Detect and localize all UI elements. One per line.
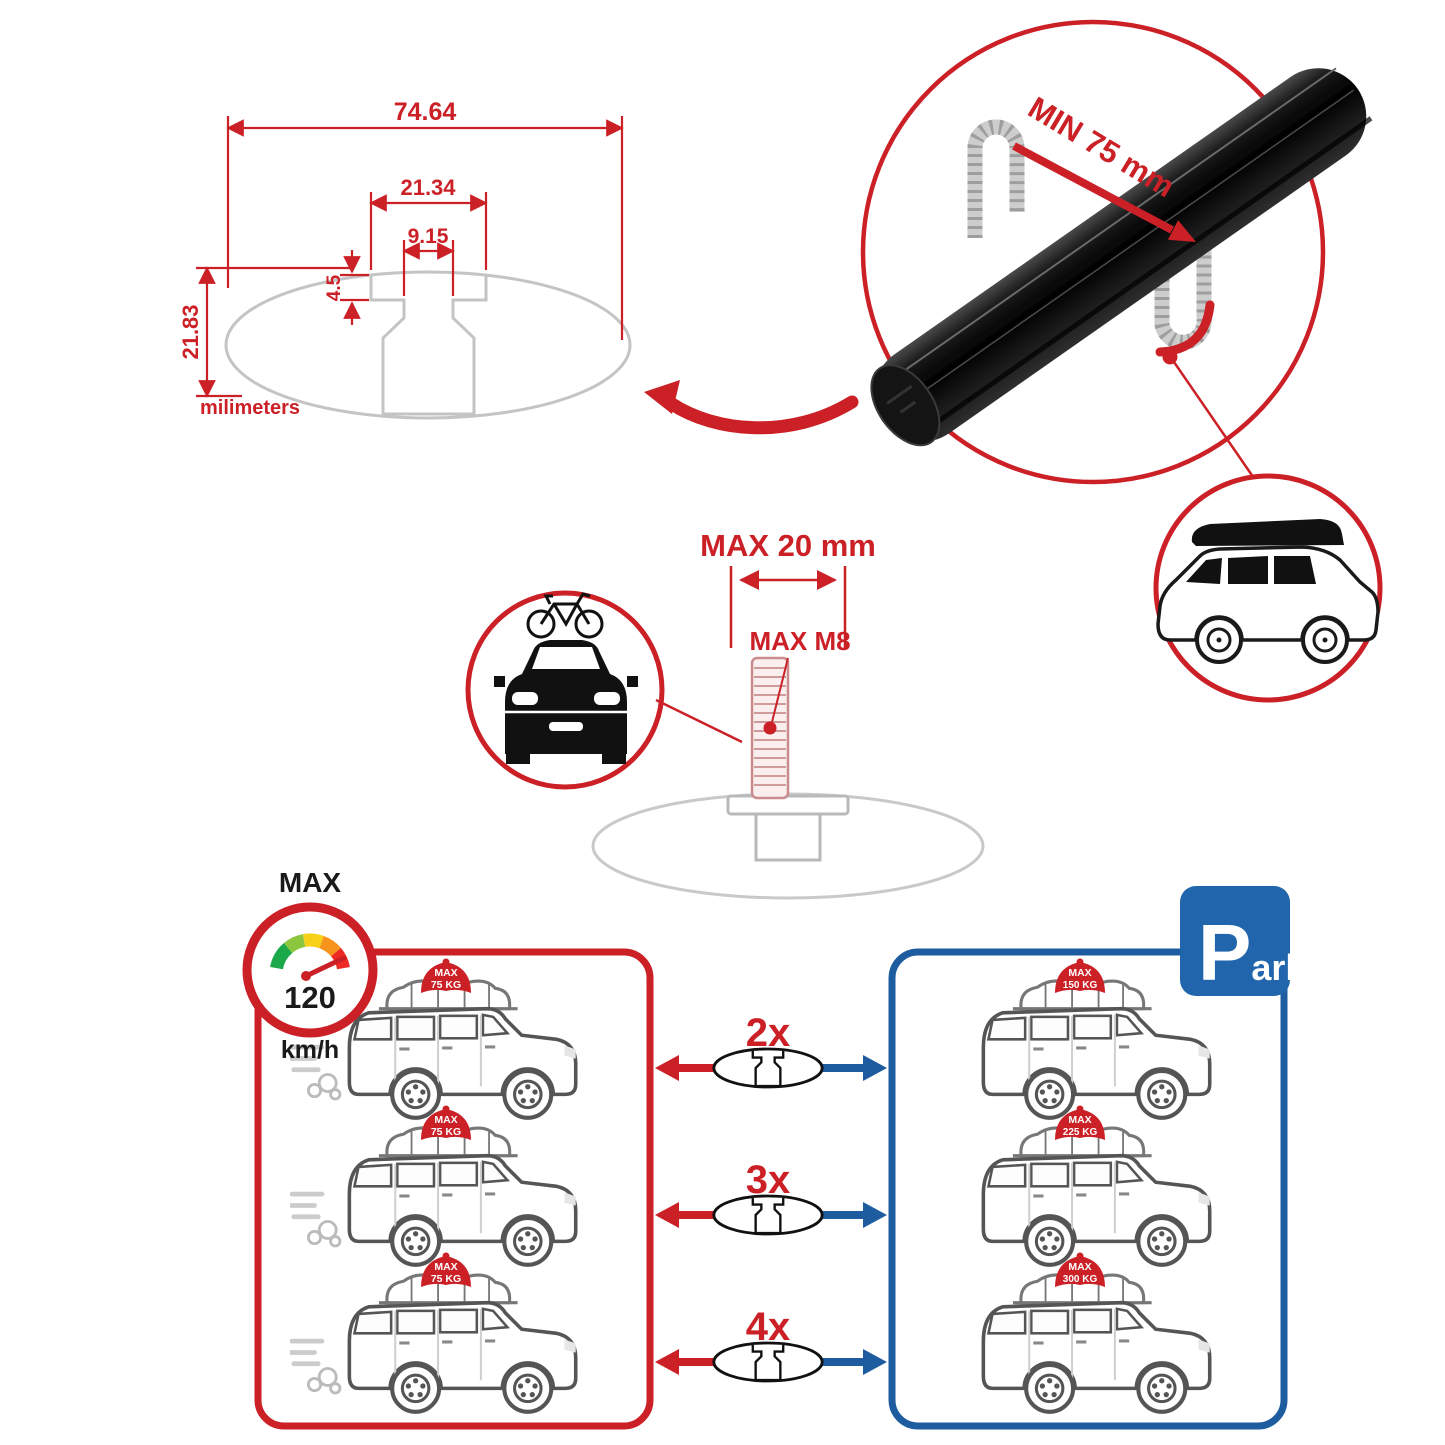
load-tag-driving-1: MAX 75 KG	[421, 958, 471, 993]
svg-text:Park: Park	[1198, 908, 1306, 997]
zoom-circle	[860, 19, 1326, 485]
arrow-left	[655, 1349, 679, 1375]
comparison-section: Park MAX 75 KG MAX 7	[242, 867, 1306, 1430]
park-sign: Park	[1180, 886, 1306, 997]
bolt-dim-extensions	[729, 566, 847, 648]
dim-total-height: 21.83	[178, 304, 203, 359]
dim-slot-width: 9.15	[408, 225, 449, 248]
speed-unit: km/h	[281, 1036, 339, 1064]
dim-total-width: 74.64	[394, 98, 457, 126]
roof-box	[1191, 519, 1344, 546]
dim-extension-lines	[340, 273, 369, 302]
load-tag-parking-3: MAX 300 KG	[1055, 1252, 1105, 1287]
t-stem	[754, 812, 822, 862]
bar-section-icon	[712, 1194, 824, 1236]
callout-dot	[763, 721, 777, 735]
arrow-left	[655, 1055, 679, 1081]
bolt-thread-label: MAX M8	[749, 626, 850, 656]
tag-max: MAX	[434, 1114, 457, 1126]
tag-weight: 75 KG	[431, 1273, 461, 1285]
bicycle-icon	[526, 592, 604, 639]
callout-line-to-car	[1172, 361, 1262, 488]
tag-weight: 225 KG	[1063, 1127, 1098, 1138]
bolt-diagram: MAX 20 mm MAX M8	[591, 528, 985, 900]
load-tag-parking-1: MAX 150 KG	[1055, 958, 1105, 993]
speed-value: 120	[284, 980, 336, 1015]
min-clamp-label: MIN 75 mm	[1022, 90, 1180, 204]
suv-window	[1228, 556, 1268, 584]
load-tag-parking-2: MAX 225 KG	[1055, 1105, 1105, 1140]
arrow-right	[863, 1055, 887, 1081]
park-letter: P	[1198, 908, 1251, 997]
bar-end-cap	[870, 364, 941, 447]
thread-callout-line	[771, 657, 789, 723]
min-arrowhead	[1167, 220, 1196, 242]
arrow-right	[863, 1349, 887, 1375]
parking-cars	[983, 978, 1209, 1412]
callout-dot	[1162, 349, 1178, 365]
u-bolt-upper	[967, 119, 1025, 238]
cross-section-diagram: 74.64 21.34 9.15 4.5 21.83 milimeters	[178, 98, 859, 435]
bar-profile-ellipse	[224, 270, 632, 420]
min-arrow-shaft	[1012, 142, 1174, 234]
tag-weight: 300 KG	[1063, 1274, 1098, 1285]
tag-max: MAX	[1068, 1114, 1091, 1126]
multiplier-row-2: 3x	[655, 1158, 887, 1236]
load-tag-driving-2: MAX 75 KG	[421, 1105, 471, 1140]
bar-profile-channel	[369, 275, 488, 416]
crossbar-body	[870, 67, 1373, 447]
speed-max-label: MAX	[279, 867, 342, 898]
suv-windshield	[1186, 558, 1222, 584]
speedometer-needle	[303, 955, 347, 979]
dim-slot-depth: 4.5	[324, 274, 345, 301]
suv-window	[1274, 556, 1316, 584]
tag-weight: 150 KG	[1063, 980, 1098, 991]
load-tag-driving-3: MAX 75 KG	[421, 1252, 471, 1287]
speedometer-icon	[242, 902, 378, 1038]
bar-section-icon	[712, 1341, 824, 1383]
t-plate	[726, 794, 850, 816]
crossbar-render: MIN 75 mm	[860, 19, 1373, 488]
dim-channel-width: 21.34	[400, 175, 456, 200]
multiplier-row-3: 4x	[655, 1305, 887, 1383]
multiplier-row-1: 2x	[655, 1011, 887, 1089]
tag-weight: 75 KG	[431, 1126, 461, 1138]
arrow-right	[863, 1202, 887, 1228]
bar-section-icon	[712, 1047, 824, 1089]
tag-max: MAX	[1068, 967, 1091, 979]
units-label: milimeters	[200, 397, 300, 419]
arrow-left	[655, 1202, 679, 1228]
park-rest: ark	[1251, 947, 1306, 988]
suv-wheel	[1301, 616, 1349, 664]
suv-wheel	[1195, 616, 1243, 664]
speed-limit-badge: MAX 120 km/h	[242, 867, 378, 1064]
tag-max: MAX	[434, 1261, 457, 1273]
tag-max: MAX	[434, 967, 457, 979]
bike-car-badge	[465, 590, 743, 790]
bolt-width-label: MAX 20 mm	[700, 528, 876, 563]
pointer-arrow-curve	[665, 395, 859, 435]
pointer-arrowhead	[644, 380, 680, 414]
car-front-icon	[494, 640, 638, 764]
dim-extension-lines	[226, 116, 624, 340]
tag-max: MAX	[1068, 1261, 1091, 1273]
roofbox-car-badge	[1153, 473, 1383, 703]
tag-weight: 75 KG	[431, 979, 461, 991]
badge-callout-line	[655, 698, 743, 744]
